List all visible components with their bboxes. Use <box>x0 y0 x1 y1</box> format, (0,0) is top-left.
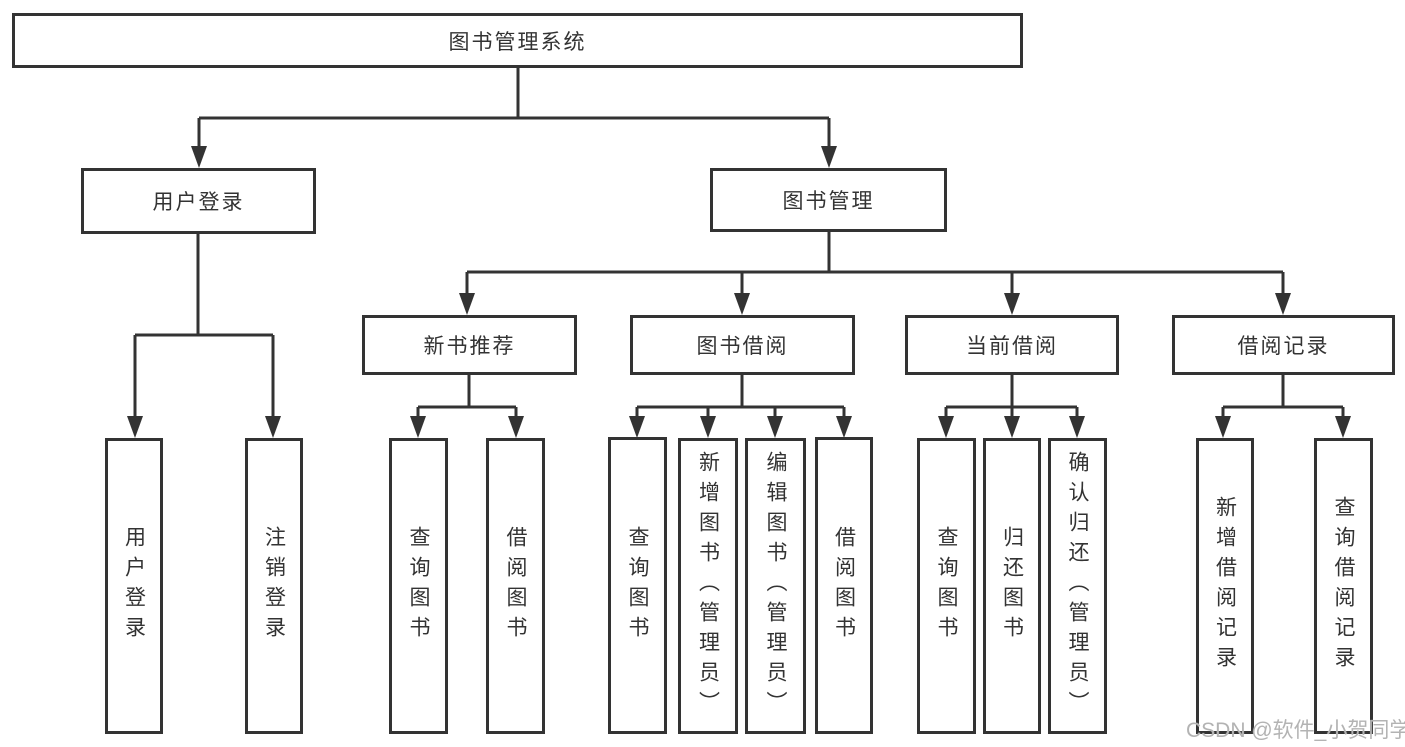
leaf-user-login: 用户登录 <box>105 438 163 734</box>
node-label: 查询借阅记录 <box>1332 496 1355 676</box>
leaf-query-books-recommend: 查询图书 <box>389 438 448 734</box>
leaf-return-books: 归还图书 <box>983 438 1041 734</box>
node-label: 借阅记录 <box>1237 335 1330 358</box>
leaf-borrow-books-recommend: 借阅图书 <box>486 438 545 734</box>
leaf-query-borrow-record: 查询借阅记录 <box>1314 438 1373 734</box>
leaf-confirm-return-admin: 确认归还（管理员） <box>1048 438 1107 734</box>
node-label: 归还图书 <box>1000 526 1024 646</box>
node-label: 用户登录 <box>122 526 146 646</box>
node-label: 图书管理 <box>782 190 875 213</box>
node-library-management-system: 图书管理系统 <box>12 13 1023 68</box>
node-label: 查询图书 <box>407 526 430 646</box>
csdn-watermark: CSDN @软件_小贺同学 <box>1186 719 1405 742</box>
node-label: 借阅图书 <box>832 525 856 646</box>
node-book-management: 图书管理 <box>710 168 947 232</box>
leaf-add-book-admin: 新增图书（管理员） <box>678 438 738 734</box>
node-label: 图书管理系统 <box>448 30 587 54</box>
node-new-book-recommendation: 新书推荐 <box>362 315 577 375</box>
leaf-query-books-current: 查询图书 <box>917 438 976 734</box>
node-label: 新增借阅记录 <box>1213 496 1237 676</box>
leaf-logout: 注销登录 <box>245 438 303 734</box>
node-label: 图书借阅 <box>696 335 789 358</box>
node-label: 新增图书（管理员） <box>696 451 720 721</box>
node-label: 借阅图书 <box>504 526 527 646</box>
node-book-borrowing: 图书借阅 <box>630 315 855 375</box>
leaf-query-books-borrowing: 查询图书 <box>608 437 667 734</box>
node-user-login: 用户登录 <box>81 168 316 234</box>
leaf-borrow-books-borrowing: 借阅图书 <box>815 437 873 734</box>
node-label: 查询图书 <box>935 526 958 646</box>
node-label: 当前借阅 <box>966 335 1058 358</box>
leaf-add-borrow-record: 新增借阅记录 <box>1196 438 1254 734</box>
node-label: 注销登录 <box>262 526 286 646</box>
node-label: 编辑图书（管理员） <box>764 451 787 721</box>
node-label: 确认归还（管理员） <box>1066 451 1089 721</box>
node-borrowing-records: 借阅记录 <box>1172 315 1395 375</box>
node-current-borrowing: 当前借阅 <box>905 315 1119 375</box>
node-label: 用户登录 <box>152 191 245 214</box>
leaf-edit-book-admin: 编辑图书（管理员） <box>745 438 806 734</box>
node-label: 新书推荐 <box>423 335 516 358</box>
node-label: 查询图书 <box>626 525 649 646</box>
